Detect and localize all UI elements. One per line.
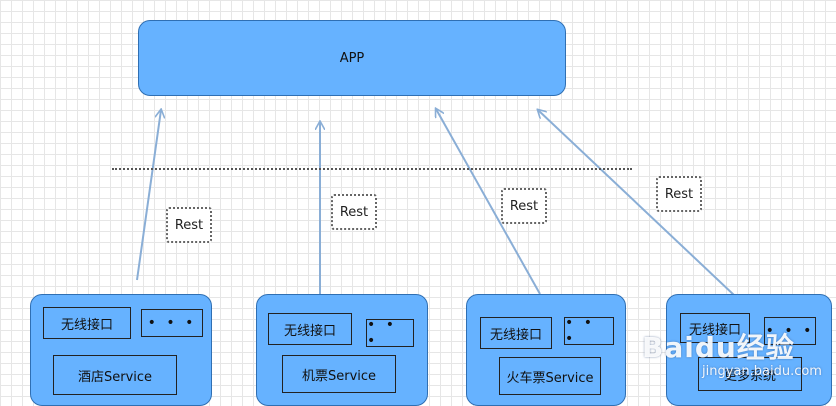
baidu-jingyan-watermark: Baidu经验 jingyan.baidu.com — [640, 326, 836, 400]
service-name-train: 火车票Service — [499, 357, 601, 395]
arrow-more-to-app — [538, 110, 736, 297]
interface-box-flight: 无线接口 — [268, 313, 352, 345]
more-box-train: • • • — [564, 315, 614, 347]
app-label: APP — [339, 50, 365, 66]
rest-label-train: Rest — [501, 188, 547, 224]
network-divider — [112, 168, 632, 170]
service-name-more: 更多系统 — [698, 357, 802, 391]
more-box-hotel: • • • — [141, 309, 203, 337]
interface-box-more: 无线接口 — [680, 313, 750, 343]
rest-label-more: Rest — [656, 176, 702, 212]
rest-label-hotel: Rest — [166, 207, 212, 243]
more-box-flight: • • • — [366, 317, 414, 349]
arrow-hotel-to-app — [136, 110, 161, 281]
watermark-logo: Baidu经验 — [642, 331, 795, 364]
service-name-flight: 机票Service — [282, 355, 396, 393]
rest-label-flight: Rest — [331, 194, 377, 230]
service-name-hotel: 酒店Service — [53, 355, 177, 395]
interface-box-hotel: 无线接口 — [43, 307, 131, 339]
app-box: APP — [138, 20, 566, 96]
interface-box-train: 无线接口 — [480, 317, 552, 349]
arrow-train-to-app — [436, 109, 541, 295]
watermark-url: jingyan.baidu.com — [702, 364, 822, 379]
more-box-more: • • • — [764, 317, 816, 345]
